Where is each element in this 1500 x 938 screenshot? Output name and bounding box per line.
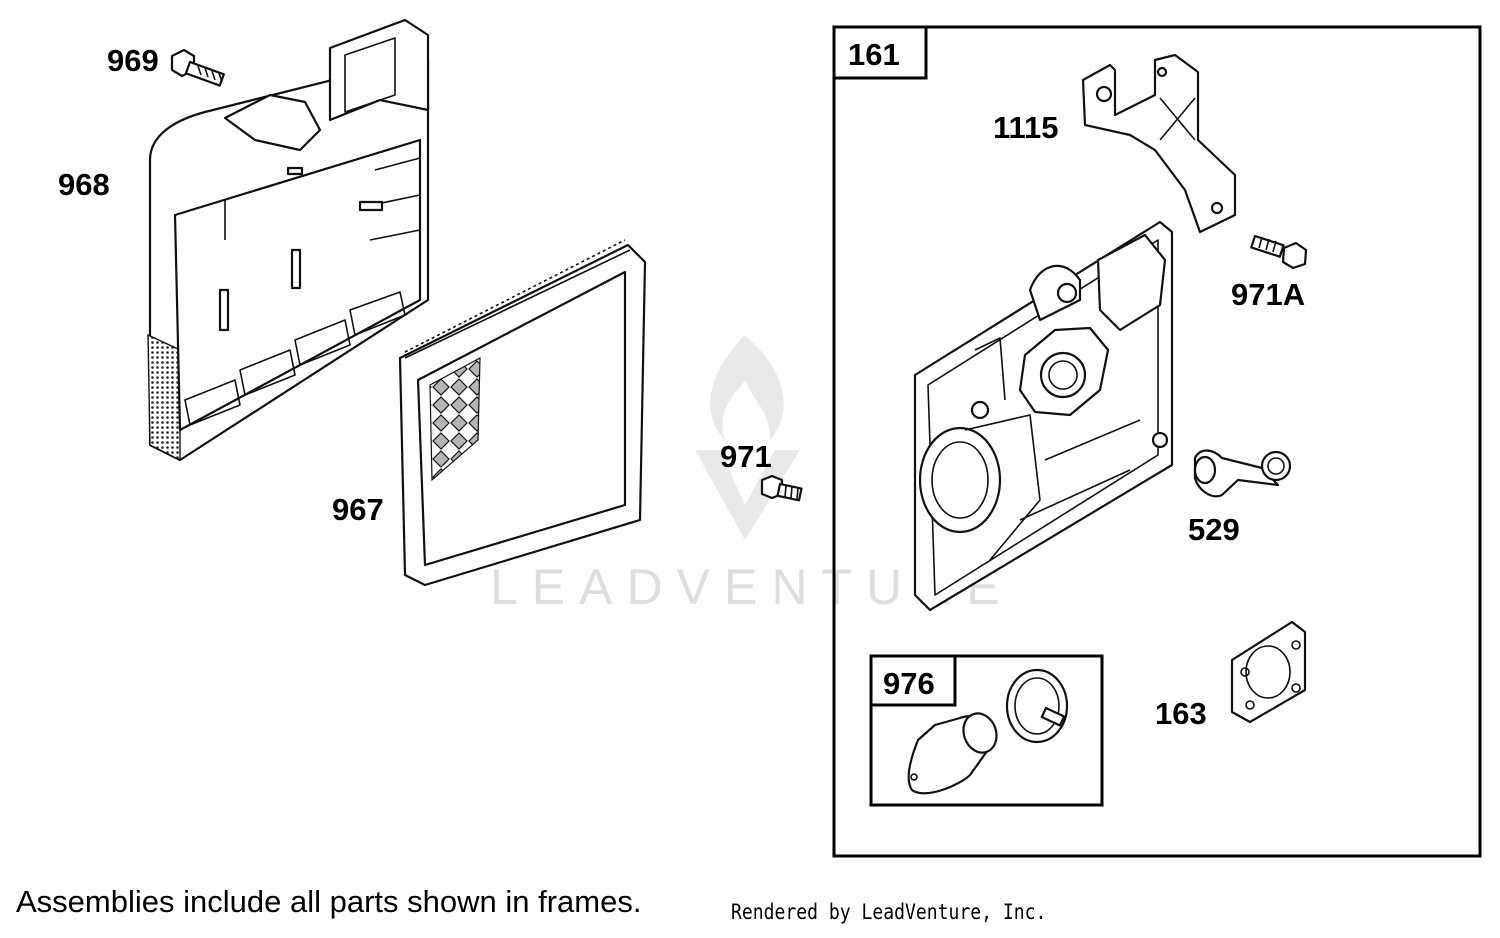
bushing-976-icon [907,712,998,795]
assembly-frame-976 [869,654,1104,807]
label-161: 161 [848,37,900,72]
bolt-971-icon [760,474,803,502]
bolt-971a-icon [1250,234,1308,270]
air-filter-967-icon [398,239,647,587]
label-163: 163 [1155,696,1207,731]
assemblies-note: Assemblies include all parts shown in fr… [16,884,642,919]
bolt-969-icon [170,48,225,87]
label-1115: 1115 [993,110,1059,145]
label-971a: 971A [1231,277,1305,312]
label-976: 976 [883,666,935,701]
label-969: 969 [107,43,159,78]
breather-tube-529-icon [1193,449,1292,498]
rendered-by-credit: Rendered by LeadVenture, Inc. [731,900,1047,924]
label-967: 967 [332,492,384,527]
label-971: 971 [720,439,772,474]
bracket-1115-icon [1081,53,1237,234]
label-529: 529 [1188,512,1240,547]
flame-logo-icon [695,335,800,540]
air-filter-cover-968-icon [147,18,430,462]
air-cleaner-base-161-icon [913,220,1174,612]
label-968: 968 [58,167,110,202]
assembly-frame-161 [832,25,1482,858]
gasket-163-icon [1230,620,1307,724]
clamp-ring-976-icon [1005,668,1069,744]
